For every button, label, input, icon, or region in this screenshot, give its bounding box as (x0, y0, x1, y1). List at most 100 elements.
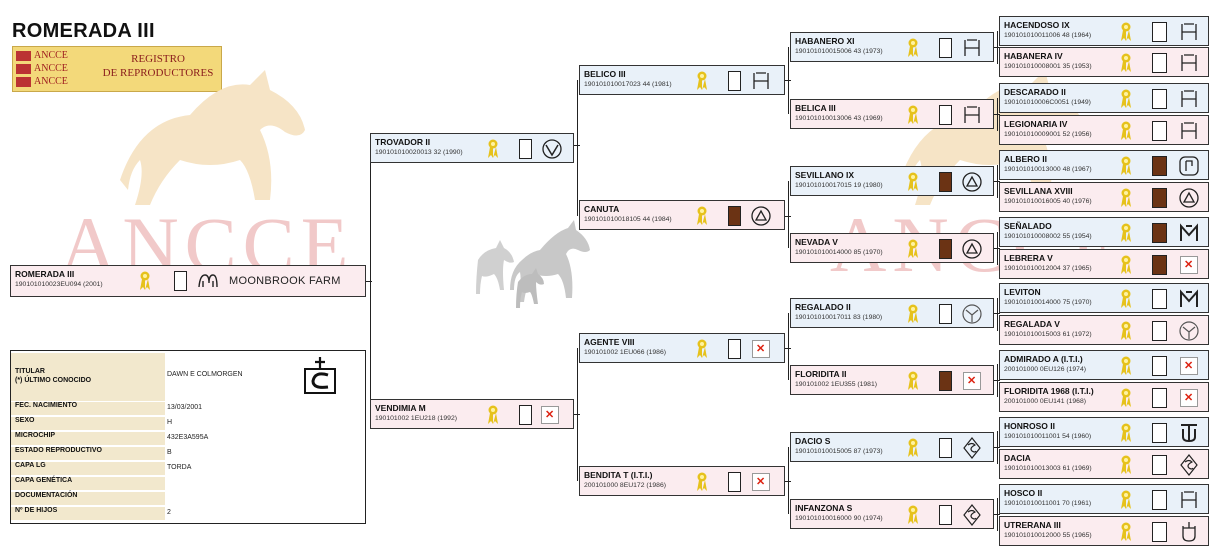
horse-name: SEVILLANA XVIII (1004, 186, 1073, 196)
info-label: CAPA GENÉTICA (11, 477, 165, 490)
pedigree-card[interactable]: FLORIDITA II 190101002 1EU355 (1981) (790, 365, 994, 395)
pedigree-card[interactable]: LEBRERA V 190101010012004 37 (1965) (999, 249, 1209, 279)
horse-registration: 200101000 0EU141 (1968) (1004, 398, 1087, 405)
pedigree-card[interactable]: SEVILLANA XVIII 190101010016005 40 (1976… (999, 182, 1209, 212)
pedigree-card[interactable]: LEGIONARIA IV 190101010009001 52 (1956) (999, 115, 1209, 145)
horse-watermark-left (120, 70, 305, 205)
brand-mark-icon (1182, 522, 1196, 542)
horse-name: DACIA (1004, 453, 1031, 463)
brand-mark-icon (1181, 122, 1197, 139)
award-ribbon-icon (1121, 356, 1131, 375)
pedigree-card[interactable]: AGENTE VIII 190101002 1EU066 (1986) (579, 333, 785, 363)
horse-registration: 190101010012004 37 (1965) (1004, 265, 1092, 272)
horse-registration: 190101010023EU094 (2001) (15, 281, 103, 288)
horse-name: BENDITA T (I.T.I.) (584, 470, 653, 480)
award-ribbon-icon (1121, 255, 1131, 274)
pedigree-card[interactable]: SEÑALADO 190101010008002 55 (1954) (999, 217, 1209, 247)
titular-sublabel: (*) ÚLTIMO CONOCIDO (15, 377, 92, 384)
horse-name: ROMERADA III (15, 269, 75, 279)
pedigree-card[interactable]: HACENDOSO IX 190101010011006 48 (1964) (999, 16, 1209, 46)
brand-mark-icon (1180, 223, 1198, 241)
award-ribbon-icon (1121, 321, 1131, 340)
brand-mark-icon (198, 274, 218, 288)
pedigree-card[interactable]: UTRERANA III 190101010012000 55 (1965) (999, 516, 1209, 546)
pedigree-card[interactable]: REGALADA V 190101010015003 61 (1972) (999, 315, 1209, 345)
pedigree-card[interactable]: BENDITA T (I.T.I.) 200101000 8EU172 (198… (579, 466, 785, 496)
pedigree-card[interactable]: HONROSO II 190101010011001 54 (1960) (999, 417, 1209, 447)
award-ribbon-icon (1121, 89, 1131, 108)
pedigree-card[interactable]: SEVILLANO IX 190101010017015 19 (1980) (790, 166, 994, 196)
pedigree-card[interactable]: FLORIDITA 1968 (I.T.I.) 200101000 0EU141… (999, 382, 1209, 412)
pedigree-card[interactable]: BELICA III 190101010013006 43 (1969) (790, 99, 994, 129)
pedigree-card[interactable]: HABANERO XI 190101010015006 43 (1973) (790, 32, 994, 62)
owner-brand-icon (304, 357, 336, 394)
horse-registration: 190101010016000 90 (1974) (795, 515, 883, 522)
horse-registration: 190101010018105 44 (1984) (584, 216, 672, 223)
horse-name: FLORIDITA 1968 (I.T.I.) (1004, 386, 1094, 396)
horse-name: AGENTE VIII (584, 337, 635, 347)
pedigree-card[interactable]: DACIA 190101010013003 61 (1969) (999, 449, 1209, 479)
pedigree-card[interactable]: DESCARADO II 190101010006C0051 (1949) (999, 83, 1209, 113)
pedigree-card[interactable]: DACIO S 190101010015005 87 (1973) (790, 432, 994, 462)
pedigree-card[interactable]: ADMIRADO A (I.T.I.) 200101000 0EU126 (19… (999, 350, 1209, 380)
brand-mark-icon (1179, 321, 1199, 341)
missing-brand-icon (1180, 389, 1198, 407)
coat-color-swatch (1152, 156, 1167, 176)
farm-name: MOONBROOK FARM (229, 275, 341, 287)
pedigree-card[interactable]: ALBERO II 190101010013000 48 (1967) (999, 150, 1209, 180)
horse-registration: 190101010015006 43 (1973) (795, 48, 883, 55)
horse-name: HABANERA IV (1004, 51, 1063, 61)
horse-registration: 190101010020013 32 (1990) (375, 149, 463, 156)
horse-name: LEBRERA V (1004, 253, 1053, 263)
info-label: DOCUMENTACIÓN (11, 492, 165, 505)
missing-brand-icon (1180, 256, 1198, 274)
horse-registration: 190101010017011 83 (1980) (795, 314, 883, 321)
horse-registration: 190101010013000 48 (1967) (1004, 166, 1092, 173)
horse-name: UTRERANA III (1004, 520, 1061, 530)
award-ribbon-icon (1121, 22, 1131, 41)
horse-name: BELICA III (795, 103, 836, 113)
pedigree-card[interactable]: HOSCO II 190101010011001 70 (1961) (999, 484, 1209, 514)
horse-registration: 190101010012000 55 (1965) (1004, 532, 1092, 539)
sire-card[interactable]: TROVADOR II 190101010020013 32 (1990) (370, 133, 574, 163)
horse-registration: 190101010006C0051 (1949) (1004, 99, 1091, 106)
horse-info-table: TITULAR (*) ÚLTIMO CONOCIDO DAWN E COLMO… (10, 350, 366, 524)
pedigree-card[interactable]: REGALADO II 190101010017011 83 (1980) (790, 298, 994, 328)
missing-brand-icon (1180, 357, 1198, 375)
award-ribbon-icon (697, 71, 707, 90)
award-ribbon-icon (697, 472, 707, 491)
horse-name: LEVITON (1004, 287, 1041, 297)
coat-color-swatch (1152, 388, 1167, 408)
coat-color-swatch (939, 38, 952, 58)
coat-color-swatch (519, 139, 532, 159)
pedigree-card[interactable]: NEVADA V 190101010014000 85 (1970) (790, 233, 994, 263)
horse-name: DACIO S (795, 436, 831, 446)
coat-color-swatch (1152, 53, 1167, 73)
info-value: 2 (167, 509, 171, 516)
horse-name: REGALADO II (795, 302, 851, 312)
brand-mark-icon (1180, 289, 1198, 307)
pedigree-card[interactable]: BELICO III 190101010017023 44 (1981) (579, 65, 785, 95)
brand-mark-icon (1181, 23, 1197, 40)
missing-brand-icon (963, 372, 981, 390)
horse-registration: 190101010011001 54 (1960) (1004, 433, 1092, 440)
pedigree-card[interactable]: HABANERA IV 190101010008001 35 (1953) (999, 47, 1209, 77)
logo-flag-text: ANCCE (16, 63, 80, 75)
pedigree-card[interactable]: LEVITON 190101010014000 75 (1970) (999, 283, 1209, 313)
pedigree-card[interactable]: INFANZONA S 190101010016000 90 (1974) (790, 499, 994, 529)
brand-mark-icon (964, 39, 980, 56)
horse-name: VENDIMIA M (375, 403, 426, 413)
brand-mark-icon (1181, 424, 1197, 443)
horse-registration: 190101010014000 85 (1970) (795, 249, 883, 256)
dam-card[interactable]: VENDIMIA M 190101002 1EU218 (1992) (370, 399, 574, 429)
brand-mark-icon (963, 504, 981, 526)
horse-registration: 200101000 0EU126 (1974) (1004, 366, 1087, 373)
brand-mark-icon (1179, 188, 1199, 208)
info-label: SEXO (11, 417, 165, 430)
horse-registration: 190101010017015 19 (1980) (795, 182, 883, 189)
subject-horse-card[interactable]: ROMERADA III 190101010023EU094 (2001) MO… (10, 265, 366, 297)
coat-color-swatch (939, 239, 952, 259)
coat-color-swatch (939, 438, 952, 458)
award-ribbon-icon (140, 271, 150, 290)
pedigree-card[interactable]: CANUTA 190101010018105 44 (1984) (579, 200, 785, 230)
